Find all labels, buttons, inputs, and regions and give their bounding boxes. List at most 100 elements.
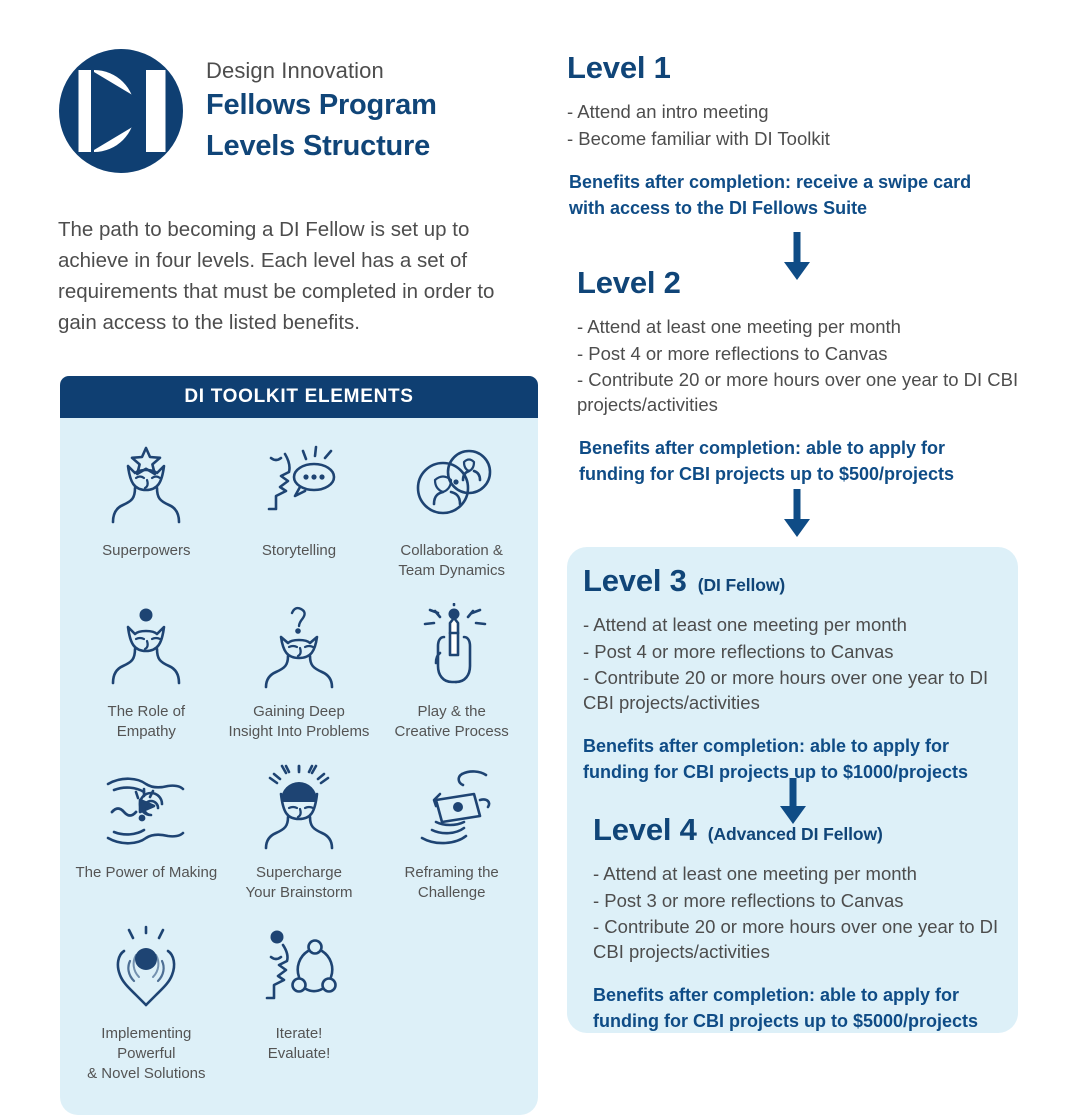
brand-title-line2: Levels Structure (206, 130, 431, 163)
level-1-benefit: Benefits after completion: receive a swi… (567, 169, 1037, 221)
superpowers-crown-head-icon (112, 446, 181, 524)
down-arrow-icon (784, 489, 810, 537)
level-block-2: Level 2 - Attend at least one meeting pe… (577, 265, 1037, 488)
toolkit-item-label-line1: Supercharge (256, 863, 342, 881)
level-1-title: Level 1 (567, 50, 1037, 86)
toolkit-item-storytelling[interactable]: Storytelling (223, 434, 376, 591)
level-1-title-text: Level 1 (567, 50, 671, 85)
requirement-item: - Attend at least one meeting per month (583, 614, 907, 635)
toolkit-item-collaboration[interactable]: Collaboration & Team Dynamics (375, 434, 528, 591)
level-3-title-text: Level 3 (583, 563, 687, 598)
requirement-item: - Contribute 20 or more hours over one y… (593, 916, 999, 962)
toolkit-item-label-line1: Iterate! (275, 1024, 323, 1042)
toolkit-grid: Superpowers (60, 418, 538, 1115)
benefit-line2: funding for CBI projects up to $5000/pro… (593, 1011, 979, 1032)
toolkit-item-label-line2: Team Dynamics (398, 561, 506, 579)
toolkit-empty-cell (375, 917, 528, 1094)
toolkit-item-label-line2: Evaluate! (267, 1044, 331, 1062)
toolkit-item-empathy[interactable]: The Role of Empathy (70, 595, 223, 752)
requirement-item: - Post 4 or more reflections to Canvas (583, 640, 894, 662)
level-3-title: Level 3 (DI Fellow) (583, 563, 1007, 599)
toolkit-item-label-line2: Insight Into Problems (228, 722, 370, 740)
play-creative-hand-pen-icon (423, 602, 486, 684)
brand-title-line1: Fellows Program (206, 89, 437, 122)
storytelling-speech-bubble-icon (267, 445, 336, 511)
level-4-requirements: - Attend at least one meeting per month … (593, 862, 1017, 964)
toolkit-item-label-line1: Gaining Deep (253, 702, 345, 720)
toolkit-item-implementing-solutions[interactable]: Implementing Powerful & Novel Solutions (70, 917, 223, 1094)
level-4-title: Level 4 (Advanced DI Fellow) (593, 812, 1017, 848)
requirement-item: - Post 4 or more reflections to Canvas (577, 342, 888, 364)
iterate-evaluate-cycle-icon (265, 930, 337, 999)
arrow-level3-to-level4 (567, 778, 1018, 826)
infographic-page: Design Innovation Fellows Program Levels… (58, 44, 1037, 1115)
toolkit-item-label: The Power of Making (75, 863, 218, 881)
toolkit-item-label-line2: Empathy (116, 722, 176, 740)
brand-eyebrow: Design Innovation (206, 58, 384, 83)
toolkit-item-label-line2: Your Brainstorm (245, 883, 353, 901)
requirement-item: - Attend an intro meeting (567, 101, 769, 122)
supercharge-brainstorm-head-icon (264, 764, 334, 850)
empathy-head-icon (112, 608, 181, 685)
level-4-benefit: Benefits after completion: able to apply… (593, 982, 1017, 1034)
implementing-solutions-hands-icon (116, 925, 176, 1006)
right-column: Level 1 - Attend an intro meeting - Beco… (567, 50, 1037, 221)
level-3-benefit: Benefits after completion: able to apply… (583, 733, 1007, 785)
toolkit-item-label-line1: Play & the (417, 702, 486, 720)
toolkit-item-label: Superpowers (102, 542, 191, 559)
level-2-benefit: Benefits after completion: able to apply… (577, 435, 1037, 487)
down-arrow-icon (779, 778, 806, 824)
di-toolkit-panel: DI TOOLKIT ELEMENTS Superpowers (60, 376, 538, 1115)
brand-text-group: Design Innovation Fellows Program Levels… (206, 44, 437, 166)
toolkit-item-play-creative[interactable]: Play & the Creative Process (375, 595, 528, 752)
requirement-item: - Attend at least one meeting per month (593, 863, 917, 884)
level-1-requirements: - Attend an intro meeting - Become famil… (567, 100, 1037, 151)
reframing-challenge-frame-icon (420, 769, 490, 845)
toolkit-header: DI TOOLKIT ELEMENTS (60, 376, 538, 418)
toolkit-item-power-of-making[interactable]: The Power of Making (70, 756, 223, 913)
deep-insight-question-mark-head-icon (264, 606, 334, 689)
level-3-subtitle: (DI Fellow) (697, 575, 786, 595)
level-2-title: Level 2 (577, 265, 1037, 301)
arrow-level1-to-level2 (567, 232, 1027, 282)
requirement-item: - Contribute 20 or more hours over one y… (577, 369, 1019, 415)
brand-header: Design Innovation Fellows Program Levels… (58, 44, 544, 174)
requirement-item: - Attend at least one meeting per month (577, 316, 901, 337)
level-3-requirements: - Attend at least one meeting per month … (583, 613, 1007, 715)
di-monogram-logo-icon (58, 48, 184, 174)
level-block-4: Level 4 (Advanced DI Fellow) - Attend at… (581, 812, 1017, 1035)
level-4-title-text: Level 4 (593, 812, 697, 847)
collaboration-overlapping-circles-icon (416, 449, 491, 515)
level-block-3: Level 3 (DI Fellow) - Attend at least on… (581, 563, 1007, 786)
left-column: Design Innovation Fellows Program Levels… (58, 44, 544, 339)
requirement-item: - Contribute 20 or more hours over one y… (583, 667, 989, 713)
toolkit-item-superpowers[interactable]: Superpowers (70, 434, 223, 591)
level-2-requirements: - Attend at least one meeting per month … (577, 315, 1037, 417)
toolkit-item-iterate-evaluate[interactable]: Iterate! Evaluate! (223, 917, 376, 1094)
requirement-item: - Become familiar with DI Toolkit (567, 127, 830, 149)
arrow-level2-to-level3 (567, 489, 1027, 539)
requirement-item: - Post 3 or more reflections to Canvas (593, 889, 904, 911)
power-of-making-hands-icon (107, 777, 185, 845)
benefit-line2: funding for CBI projects up to $500/proj… (579, 464, 955, 485)
benefit-line1: Benefits after completion: receive a swi… (569, 172, 972, 193)
toolkit-item-deep-insight[interactable]: Gaining Deep Insight Into Problems (223, 595, 376, 752)
toolkit-item-label-line2: & Novel Solutions (87, 1064, 206, 1082)
intro-paragraph: The path to becoming a DI Fellow is set … (58, 218, 495, 335)
toolkit-item-reframing[interactable]: Reframing the Challenge (375, 756, 528, 913)
toolkit-item-supercharge-brainstorm[interactable]: Supercharge Your Brainstorm (223, 756, 376, 913)
level-4-subtitle: (Advanced DI Fellow) (707, 824, 883, 844)
toolkit-item-label-line1: Collaboration & (400, 542, 503, 559)
level-2-title-text: Level 2 (577, 265, 681, 300)
toolkit-item-label-line1: The Role of (107, 702, 186, 720)
toolkit-item-label-line1: Reframing the (404, 863, 499, 881)
toolkit-item-label: Storytelling (261, 542, 337, 559)
level-block-1: Level 1 - Attend an intro meeting - Beco… (567, 50, 1037, 221)
toolkit-item-label-line2: Creative Process (394, 722, 509, 740)
benefit-line1: Benefits after completion: able to apply… (579, 438, 946, 459)
toolkit-item-label-line2: Challenge (417, 883, 486, 901)
benefit-line2: funding for CBI projects up to $1000/pro… (583, 762, 969, 783)
toolkit-item-label-line1: Implementing Powerful (101, 1024, 192, 1062)
down-arrow-icon (784, 232, 810, 280)
benefit-line1: Benefits after completion: able to apply… (593, 985, 960, 1006)
